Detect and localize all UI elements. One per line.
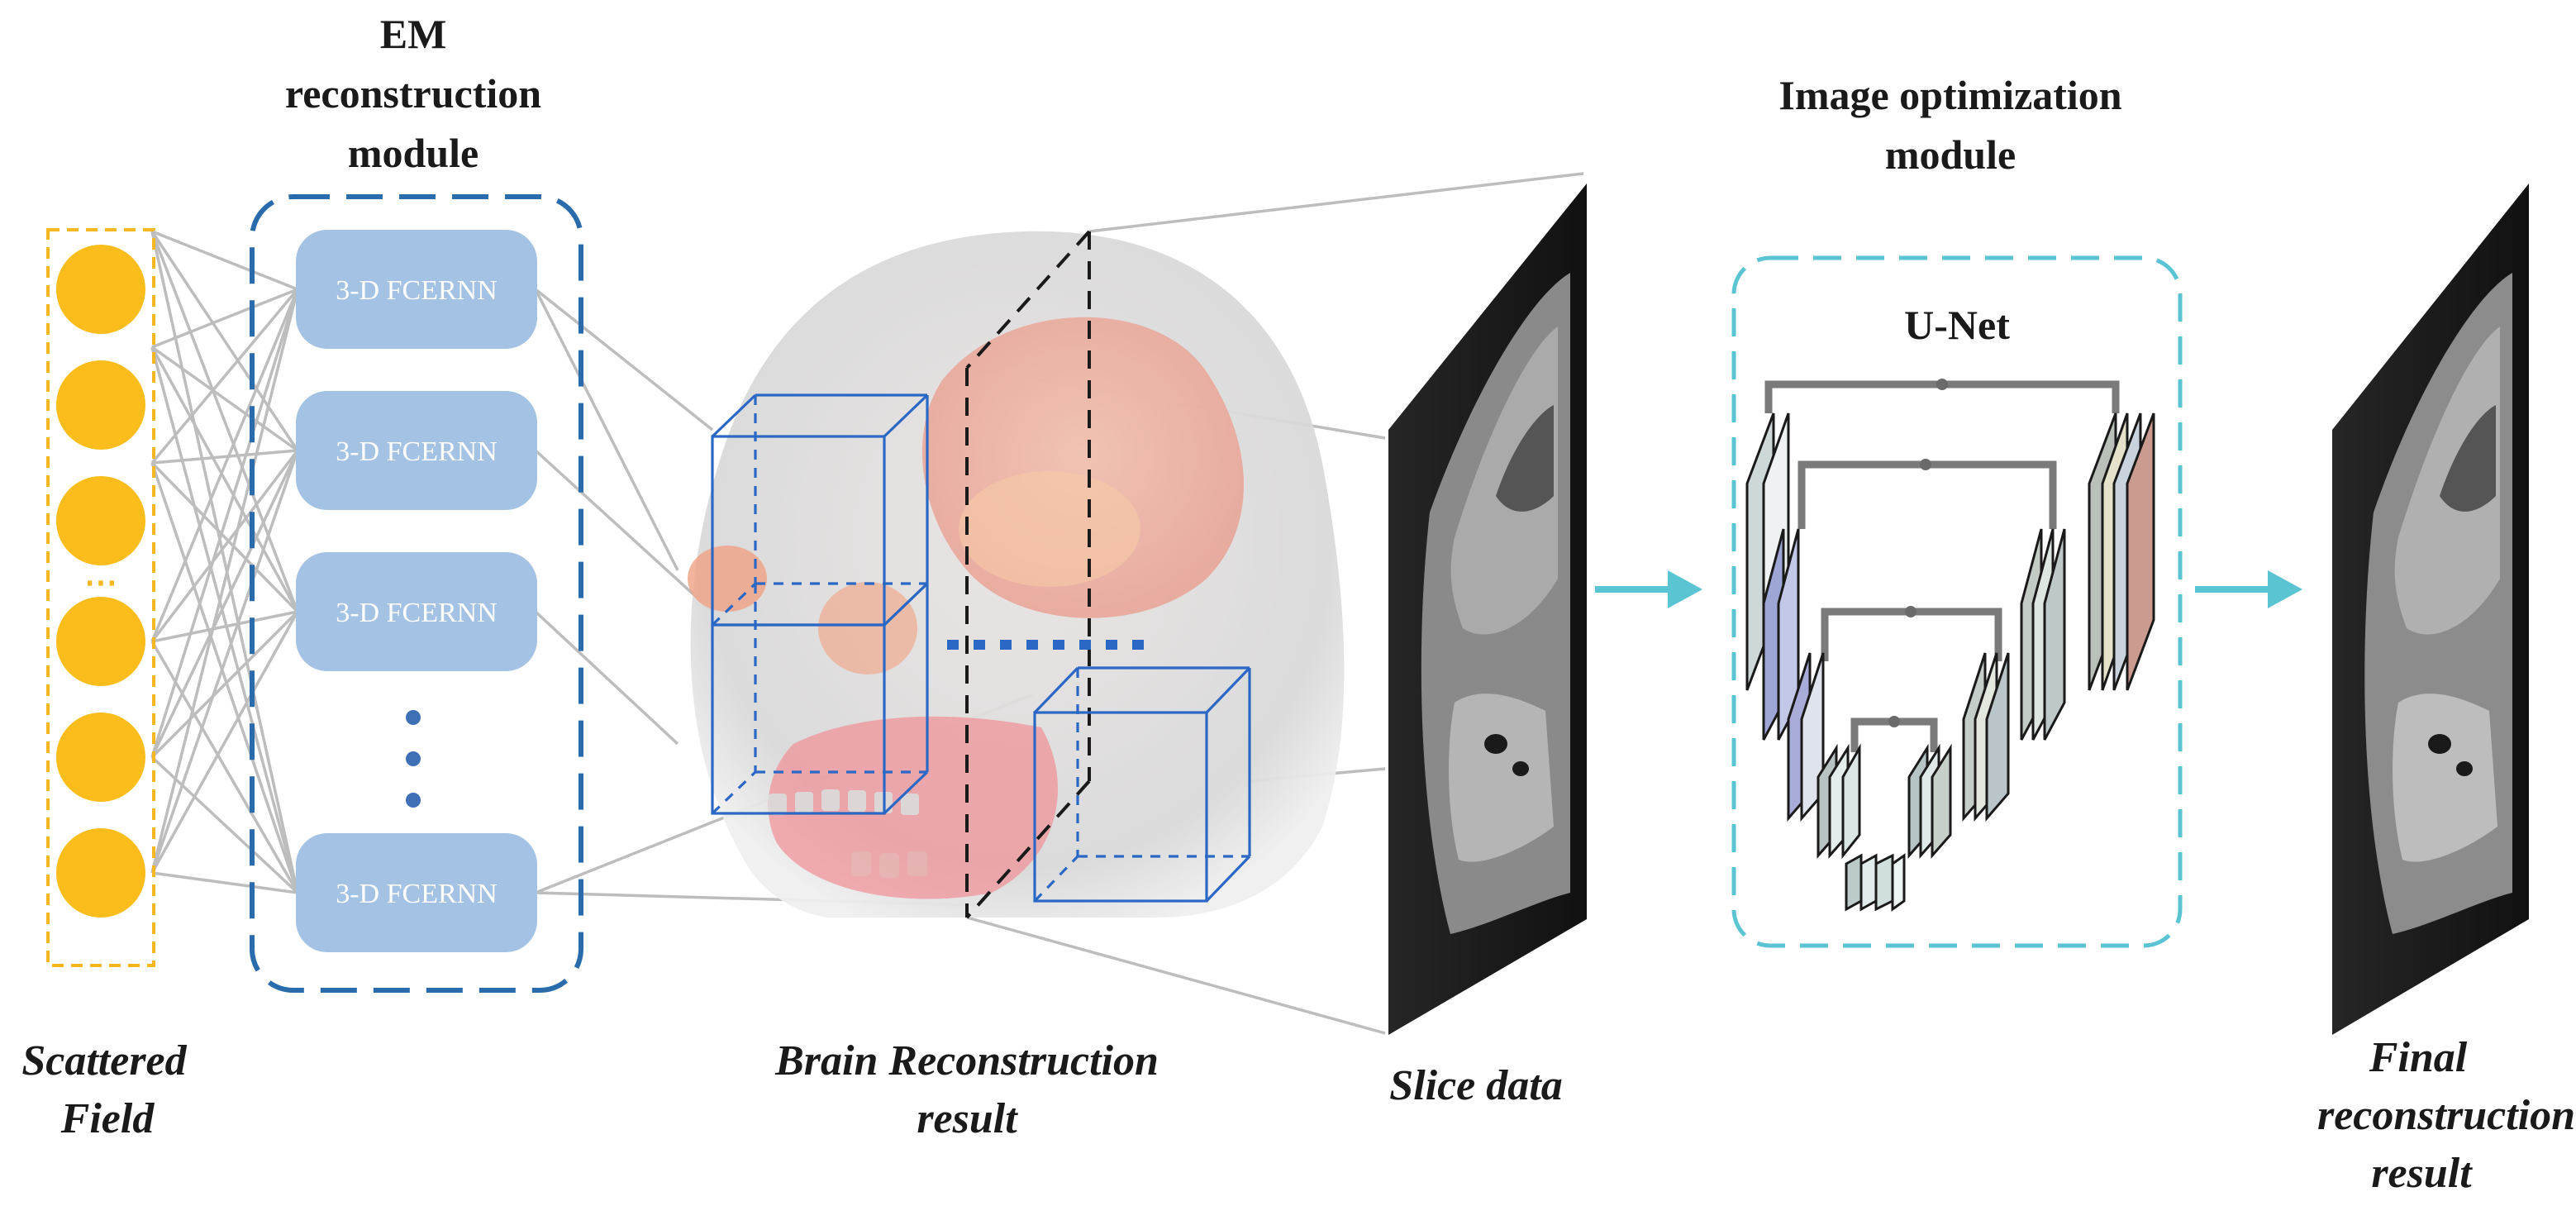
caption-line: Scattered: [21, 1037, 187, 1084]
fcernn-block-label: 3-D FCERNN: [336, 275, 498, 306]
caption-brain-reconstruction: Brain Reconstruction result: [774, 1037, 1159, 1142]
em-title-line-2: reconstruction: [285, 70, 541, 117]
caption-line: Brain Reconstruction: [774, 1037, 1159, 1084]
em-module-border: [250, 194, 583, 993]
unet-architecture-icon: [1745, 379, 2155, 912]
caption-line: reconstruction: [2317, 1092, 2575, 1139]
fcernn-block: 3-D FCERNN: [296, 833, 537, 952]
caption-slice-data: Slice data: [1389, 1062, 1562, 1109]
input-node: [56, 245, 145, 334]
input-to-block-links: [150, 230, 299, 894]
em-reconstruction-module: 3-D FCERNN 3-D FCERNN 3-D FCERNN 3-D FCE…: [250, 194, 583, 993]
ct-slice-image-icon: [1388, 184, 1587, 1035]
fcernn-block: 3-D FCERNN: [296, 391, 537, 510]
caption-line: Field: [60, 1095, 155, 1142]
caption-line: Final: [2369, 1034, 2468, 1081]
fcernn-block-label: 3-D FCERNN: [336, 436, 498, 467]
image-title-line-1: Image optimization: [1778, 72, 2121, 118]
input-node: [56, 597, 145, 686]
voxel-cube: [711, 582, 929, 815]
head-skull-render-icon: [688, 231, 1345, 918]
unet-module-border: [1731, 255, 2183, 948]
image-title-line-2: module: [1885, 131, 2016, 178]
arrow-right-icon: [1595, 570, 1702, 608]
fcernn-block-label: 3-D FCERNN: [336, 598, 498, 628]
caption-line: result: [2371, 1150, 2473, 1197]
final-reconstruction-image-icon: [2332, 184, 2529, 1035]
input-node: [56, 476, 145, 565]
caption-final-reconstruction: Final reconstruction result: [2317, 1034, 2575, 1197]
input-node: [56, 713, 145, 802]
input-node: [56, 360, 145, 450]
em-title-line-3: module: [348, 130, 479, 176]
cutting-plane: [965, 230, 1091, 919]
cube-ellipsis: [947, 640, 1144, 650]
arrow-right-icon: [2195, 570, 2302, 608]
em-module-title: EM reconstruction module: [285, 11, 541, 176]
caption-scattered-field: Scattered Field: [21, 1037, 187, 1142]
fcernn-block: 3-D FCERNN: [296, 230, 537, 349]
image-optimization-module: U-Net: [1731, 255, 2183, 948]
caption-line: result: [917, 1095, 1018, 1142]
em-title-line-1: EM: [380, 11, 447, 57]
input-node: [56, 828, 145, 918]
image-module-title: Image optimization module: [1778, 72, 2121, 178]
scattered-field-nodes: ⋯: [46, 228, 155, 967]
input-group-border: [46, 228, 155, 967]
caption-line: Slice data: [1389, 1062, 1562, 1109]
fcernn-block-label: 3-D FCERNN: [336, 879, 498, 909]
block-ellipsis: [406, 710, 421, 808]
input-ellipsis: ⋯: [84, 565, 117, 601]
fcernn-block: 3-D FCERNN: [296, 552, 537, 671]
voxel-cube: [1033, 666, 1251, 903]
unet-title: U-Net: [1904, 302, 2010, 348]
